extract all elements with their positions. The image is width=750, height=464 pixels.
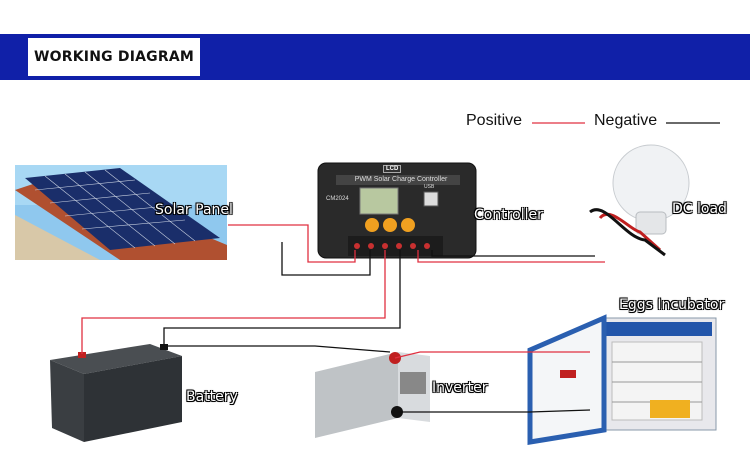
charge-controller-image bbox=[317, 162, 477, 259]
page-title: WORKING DIAGRAM bbox=[34, 49, 194, 65]
controller-model-text: CM2024 bbox=[326, 196, 349, 202]
eggs-incubator-image bbox=[527, 314, 717, 445]
controller-usb-text: USB bbox=[424, 184, 435, 190]
battery-image bbox=[50, 344, 182, 442]
title-box: WORKING DIAGRAM bbox=[28, 38, 200, 76]
battery-label: Battery bbox=[186, 389, 238, 405]
wiring bbox=[81, 224, 605, 413]
solar-panel-label: Solar Panel bbox=[155, 202, 233, 218]
legend-negative-label: Negative bbox=[594, 112, 658, 129]
inverter-label: Inverter bbox=[432, 380, 488, 396]
controller-badge: LCD bbox=[383, 165, 402, 173]
dc-load-label: DC load bbox=[672, 201, 727, 217]
dc-load-bulb-image bbox=[589, 144, 690, 257]
controller-name-text: PWM Solar Charge Controller bbox=[354, 176, 448, 183]
solar-panel-image bbox=[15, 165, 227, 260]
controller-label: Controller bbox=[474, 207, 543, 223]
legend-positive-label: Positive bbox=[466, 112, 523, 129]
eggs-incubator-label: Eggs Incubator bbox=[619, 297, 725, 313]
inverter-image bbox=[315, 352, 430, 438]
